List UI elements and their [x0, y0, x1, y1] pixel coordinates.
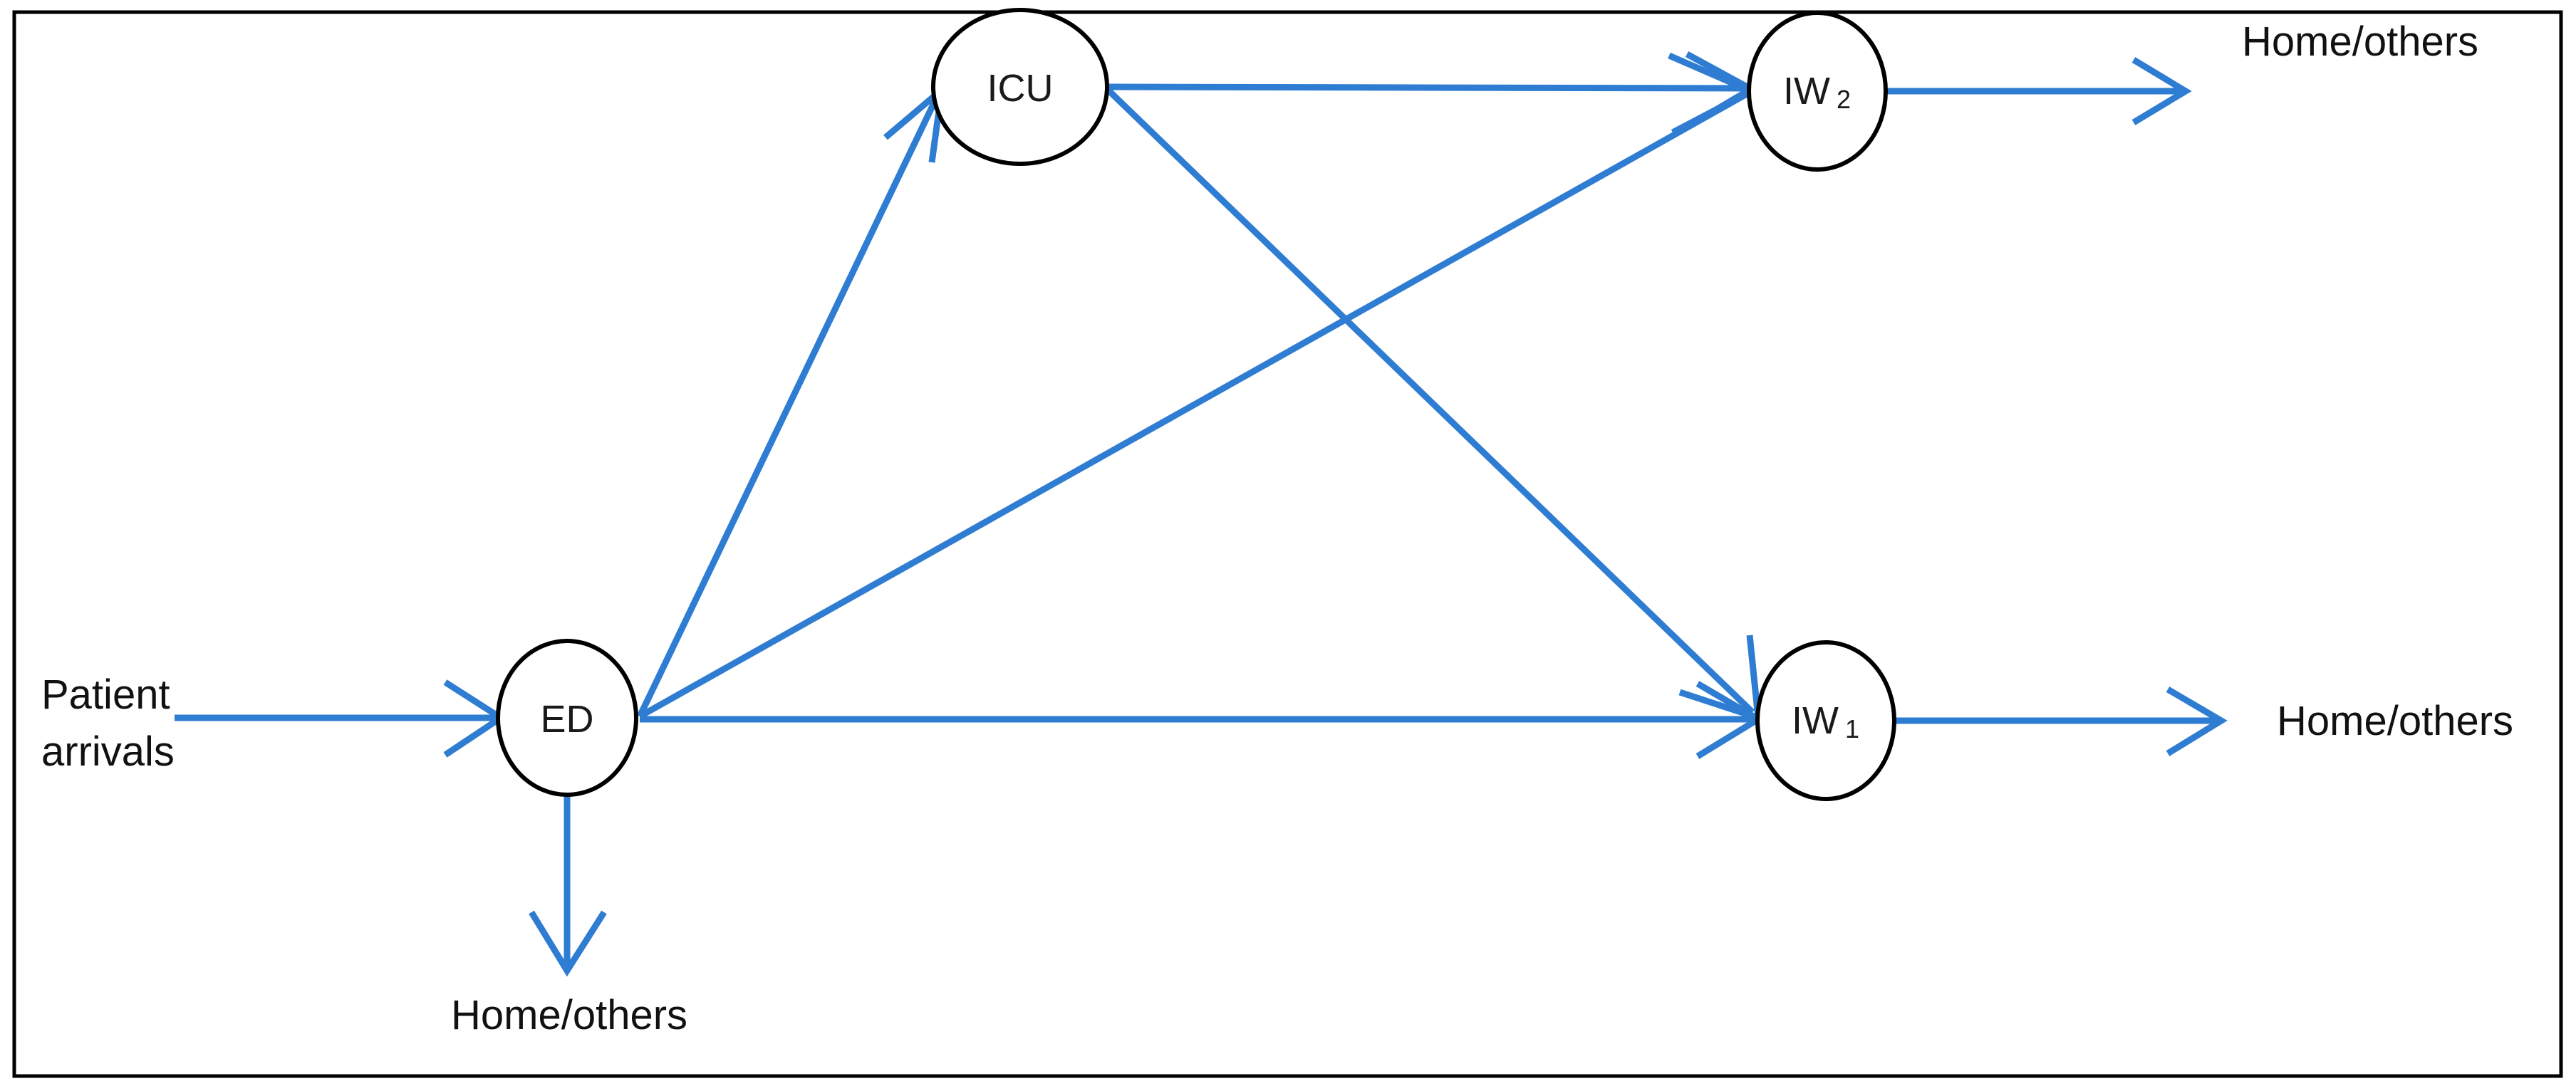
edge-iw1-to-home: [1895, 687, 2228, 756]
node-iw1[interactable]: IW 1: [1755, 640, 1896, 801]
patient-arrivals-label-line1: Patient: [41, 672, 170, 718]
edge-ed-to-iw2: [638, 52, 1759, 719]
home-others-label-right: Home/others: [2277, 698, 2513, 744]
node-icu-label: ICU: [987, 67, 1054, 110]
home-others-label-top: Home/others: [2242, 19, 2478, 65]
node-iw1-label: IW: [1792, 699, 1839, 742]
edge-icu-to-iw1: [1103, 85, 1762, 723]
node-iw1-subscript: 1: [1845, 714, 1859, 743]
arrow-head-icon: [2166, 687, 2228, 756]
arrow-head-icon: [529, 910, 607, 977]
patient-arrivals-label-line2: arrivals: [41, 729, 175, 775]
edge-ed-to-icu: [636, 81, 947, 718]
node-ed[interactable]: ED: [496, 639, 638, 797]
edge-ed-to-home-bottom: [529, 795, 607, 977]
edge-icu-to-iw2: [1106, 51, 1758, 130]
arrow-head-icon: [2131, 57, 2192, 125]
node-iw2-subscript: 2: [1837, 85, 1851, 114]
diagram-frame: [12, 10, 2563, 1078]
edge-arrivals-to-ed: [175, 679, 507, 758]
node-iw2[interactable]: IW 2: [1747, 11, 1888, 172]
edge-iw2-to-home: [1886, 57, 2192, 125]
node-iw2-label: IW: [1783, 70, 1830, 113]
node-icu[interactable]: ICU: [931, 8, 1109, 166]
edge-ed-to-iw1: [640, 681, 1765, 759]
home-others-label-bottom: Home/others: [451, 992, 687, 1038]
node-ed-label: ED: [540, 698, 593, 741]
